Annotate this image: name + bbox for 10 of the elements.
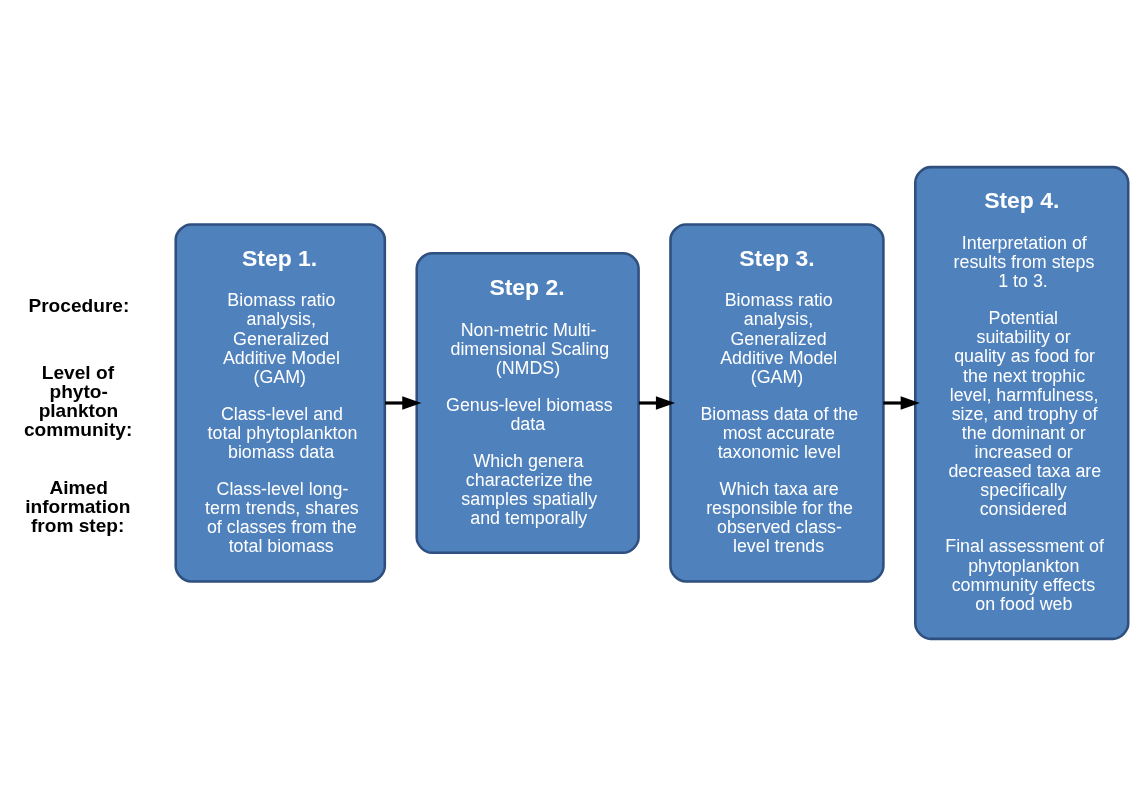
label: Aimed information from step: xyxy=(25,476,131,536)
label: Level of phyto- plankton community: xyxy=(23,361,133,440)
arrow xyxy=(638,395,676,410)
label: Procedure: xyxy=(28,294,130,316)
node-box: Step 4. Interpretation of results from steps 1 to 3. Potential suitability or quality as food for the next trophic level, harmfulness, size, and trophy of the dominant or increased or decreased taxa are specifically considered Final assessment of phytoplankton community effects on food web xyxy=(914,165,1130,640)
node-box: Step 3. Biomass ratio analysis, Generalized Additive Model (GAM) Biomass data of the most accurate taxonomic level Which taxa are responsible for the observed class-level trends xyxy=(669,222,885,583)
arrow xyxy=(883,395,920,410)
arrow xyxy=(385,395,422,410)
node-box: Step 2. Non-metric Multi- dimensional Scaling (NMDS) Genus-level biomass data Which genera characterize the samples spatially and temporally xyxy=(415,251,640,554)
node-box: Step 1. Biomass ratio analysis, Generalized Additive Model (GAM) Class-level and total phytoplankton biomass data Class-level long- term trends, shares of classes from the total biomass xyxy=(174,222,387,583)
